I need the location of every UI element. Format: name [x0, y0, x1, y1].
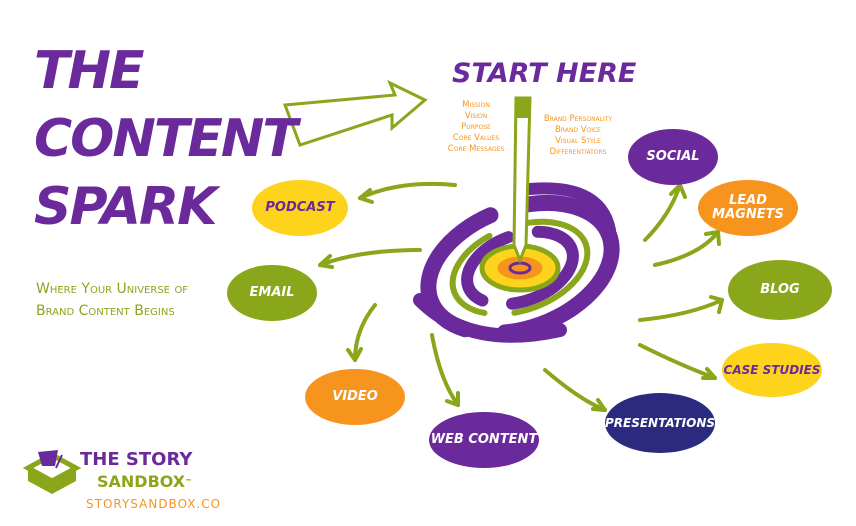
sandbox-logo-icon — [22, 450, 82, 494]
list-item: Core Values — [452, 133, 500, 143]
node-lead-magnets: LEAD MAGNETS — [698, 180, 798, 236]
trademark: ™ — [185, 478, 193, 486]
node-video: VIDEO — [305, 369, 405, 425]
list-item: Brand Personality — [543, 114, 613, 124]
node-email: EMAIL — [227, 265, 317, 321]
node-presentations: PRESENTATIONS — [605, 393, 715, 453]
list-item: Visual Style — [555, 136, 601, 146]
node-social: SOCIAL — [628, 129, 718, 185]
list-item: Mission — [462, 100, 490, 110]
list-item: Differentiators — [549, 147, 607, 157]
node-podcast: PODCAST — [252, 180, 348, 236]
list-item: Brand Voice — [555, 125, 601, 135]
start-arrow-icon — [282, 79, 428, 147]
title-line-1: THE — [34, 41, 145, 101]
node-blog: BLOG — [728, 260, 832, 320]
logo-line-1: THE STORY — [80, 449, 193, 470]
node-case-studies: CASE STUDIES — [722, 343, 822, 397]
logo-sandbox-text: SANDBOX — [97, 472, 186, 491]
left-brand-list: Mission Vision Purpose Core Values Core … — [440, 100, 512, 155]
logo-line-2: SANDBOX™ — [97, 473, 192, 491]
connector-arrows — [318, 181, 724, 412]
right-brand-list: Brand Personality Brand Voice Visual Sty… — [535, 114, 621, 158]
pencil-icon — [512, 96, 532, 265]
list-item: Vision — [464, 111, 488, 121]
start-here-label: START HERE — [452, 58, 637, 89]
galaxy-spiral — [413, 182, 620, 343]
subtitle-line-1: Where Your Universe of — [36, 281, 189, 297]
title-line-2: CONTENT — [34, 109, 298, 169]
list-item: Core Messages — [447, 144, 505, 154]
list-item: Purpose — [461, 122, 491, 132]
node-web-content: WEB CONTENT — [429, 412, 539, 468]
title-line-3: SPARK — [34, 177, 217, 237]
subtitle-line-2: Brand Content Begins — [36, 303, 175, 319]
website-link[interactable]: STORYSANDBOX.CO — [86, 497, 222, 511]
